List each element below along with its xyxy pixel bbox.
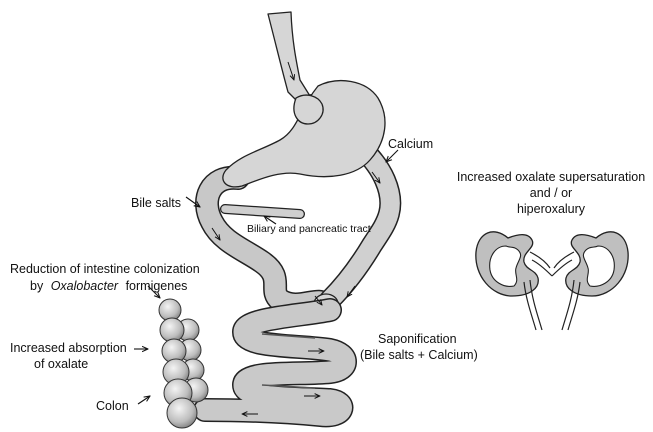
gastric-pouch bbox=[294, 95, 323, 124]
absorption-label-line1: Increased absorption bbox=[10, 341, 127, 355]
oxalate-label-line2: and / or bbox=[530, 186, 572, 200]
colon-segment bbox=[160, 318, 184, 342]
reduction-label-line1: Reduction of intestine colonization bbox=[10, 262, 200, 276]
absorption-label-line2: of oxalate bbox=[34, 357, 88, 371]
common-channel bbox=[205, 310, 345, 415]
colon-segment bbox=[167, 398, 197, 428]
saponification-label-line2: (Bile salts + Calcium) bbox=[360, 348, 478, 362]
oxalate-label-line3: hiperoxalury bbox=[517, 202, 586, 216]
reduction-by: by bbox=[30, 279, 44, 293]
colon-arrow bbox=[138, 396, 150, 404]
reduction-tail: formigenes bbox=[126, 279, 188, 293]
left-kidney bbox=[476, 232, 552, 330]
saponification-label-line1: Saponification bbox=[378, 332, 457, 346]
calcium-arrow bbox=[386, 150, 398, 162]
bile-salts-label: Bile salts bbox=[131, 196, 181, 210]
reduction-label-line2: by Oxalobacter formigenes bbox=[30, 279, 187, 293]
biliary-tract-tube bbox=[225, 209, 300, 214]
bile-limb bbox=[207, 178, 324, 305]
reduction-species: Oxalobacter bbox=[51, 279, 119, 293]
biliary-tract-label: Biliary and pancreatic tract bbox=[247, 223, 371, 235]
esophagus bbox=[268, 12, 310, 104]
colon-label: Colon bbox=[96, 399, 129, 413]
calcium-label: Calcium bbox=[388, 137, 433, 151]
right-kidney bbox=[552, 232, 628, 330]
oxalate-label-line1: Increased oxalate supersaturation bbox=[457, 170, 645, 184]
